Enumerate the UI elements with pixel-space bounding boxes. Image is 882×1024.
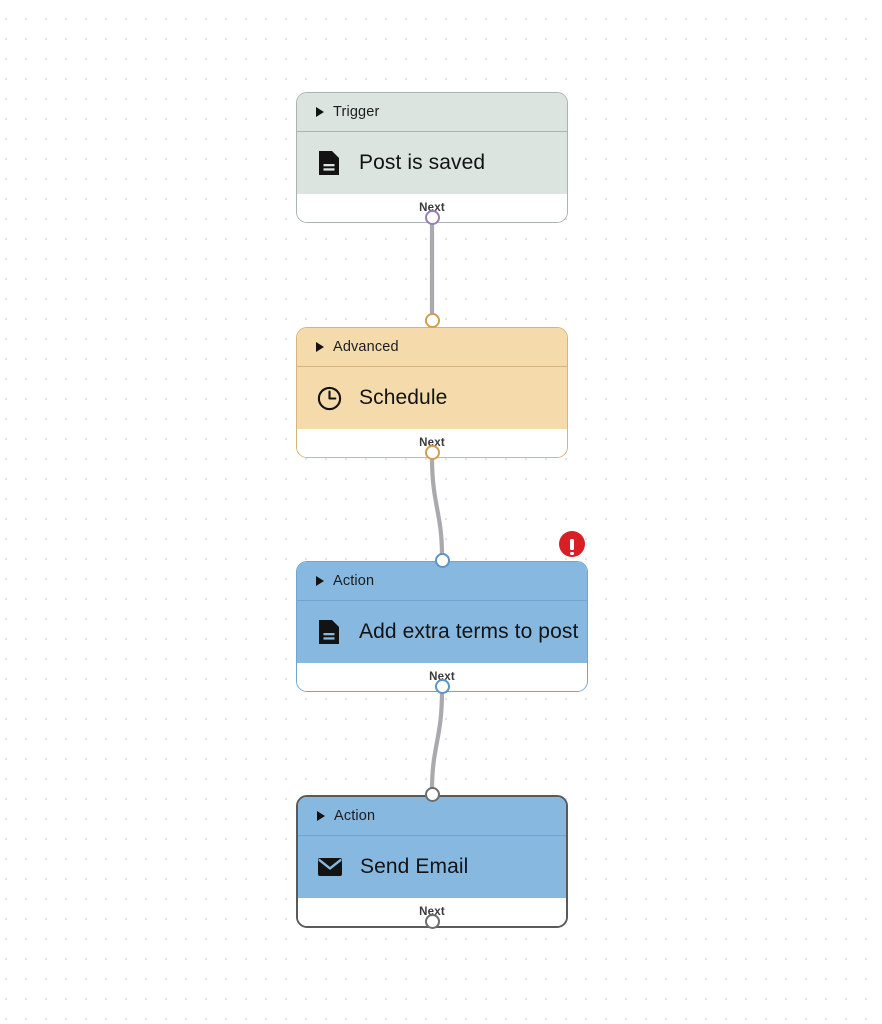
- node-title: Send Email: [360, 855, 469, 878]
- node-header-action-add-terms[interactable]: Action: [297, 562, 587, 601]
- clock-icon: [316, 385, 342, 411]
- node-category-label: Advanced: [333, 339, 399, 355]
- port-advanced-out[interactable]: [424, 444, 440, 460]
- node-category-label: Action: [334, 808, 376, 824]
- disclosure-triangle-icon[interactable]: [316, 342, 324, 352]
- workflow-node-add-extra-terms[interactable]: Action Add extra terms to post Next: [296, 561, 588, 692]
- port-action1-out[interactable]: [434, 678, 450, 694]
- disclosure-triangle-icon[interactable]: [316, 576, 324, 586]
- document-icon: [316, 150, 342, 176]
- node-title: Add extra terms to post: [359, 620, 579, 643]
- workflow-node-advanced[interactable]: Advanced Schedule Next: [296, 327, 568, 458]
- node-title: Schedule: [359, 386, 448, 409]
- exclamation-icon: [570, 538, 575, 556]
- node-header-advanced[interactable]: Advanced: [297, 328, 567, 367]
- port-action2-out[interactable]: [424, 913, 440, 929]
- port-action2-in[interactable]: [424, 786, 440, 802]
- envelope-icon: [317, 854, 343, 880]
- document-icon: [316, 619, 342, 645]
- node-header-trigger[interactable]: Trigger: [297, 93, 567, 132]
- port-advanced-in[interactable]: [424, 312, 440, 328]
- node-footer-label: Next: [419, 202, 445, 214]
- workflow-node-send-email[interactable]: Action Send Email Next: [296, 795, 568, 928]
- node-footer-label: Next: [419, 437, 445, 449]
- workflow-node-trigger[interactable]: Trigger Post is saved Next: [296, 92, 568, 223]
- node-title: Post is saved: [359, 151, 486, 174]
- node-body-action-send-email[interactable]: Send Email: [298, 836, 566, 898]
- edge-advanced-to-action1: [429, 454, 445, 559]
- node-body-action-add-terms[interactable]: Add extra terms to post: [297, 601, 587, 663]
- disclosure-triangle-icon[interactable]: [317, 811, 325, 821]
- node-category-label: Action: [333, 573, 375, 589]
- node-header-action-send-email[interactable]: Action: [298, 797, 566, 836]
- error-badge-action-add-terms[interactable]: [559, 531, 585, 557]
- edge-action1-to-action2: [429, 688, 445, 793]
- port-trigger-out[interactable]: [424, 209, 440, 225]
- node-category-label: Trigger: [333, 104, 380, 120]
- port-action1-in[interactable]: [434, 552, 450, 568]
- node-footer-label: Next: [419, 906, 445, 918]
- disclosure-triangle-icon[interactable]: [316, 107, 324, 117]
- node-footer-label: Next: [429, 671, 455, 683]
- node-body-advanced[interactable]: Schedule: [297, 367, 567, 429]
- node-body-trigger[interactable]: Post is saved: [297, 132, 567, 194]
